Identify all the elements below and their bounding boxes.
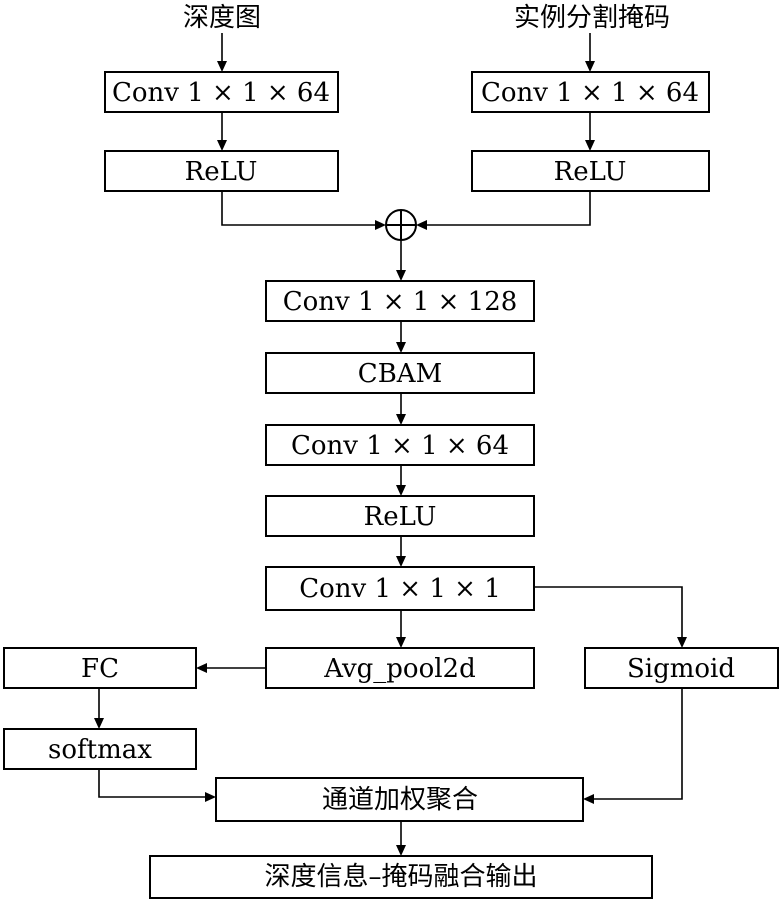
conv-depth-box: Conv 1 × 1 × 64 bbox=[104, 71, 339, 113]
edge-sigmoid-to-aggregation bbox=[583, 688, 683, 804]
cbam-label: CBAM bbox=[358, 359, 442, 389]
edge-softmax-to-aggregation bbox=[98, 769, 216, 802]
conv-1-box: Conv 1 × 1 × 1 bbox=[265, 566, 535, 611]
cbam-box: CBAM bbox=[265, 352, 535, 394]
edge-cbam-to-conv-64 bbox=[396, 393, 406, 425]
relu-mask-label: ReLU bbox=[554, 157, 627, 187]
relu-mask-box: ReLU bbox=[471, 150, 710, 192]
conv-128-label: Conv 1 × 1 × 128 bbox=[283, 287, 518, 317]
edge-relu-to-conv-1 bbox=[396, 536, 406, 567]
edge-conv-depth-to-relu bbox=[217, 112, 227, 151]
edge-sum-to-conv-128 bbox=[396, 240, 406, 281]
relu-depth-label: ReLU bbox=[185, 157, 258, 187]
relu-mid-label: ReLU bbox=[364, 502, 437, 532]
conv-64-box: Conv 1 × 1 × 64 bbox=[265, 424, 535, 466]
fc-label: FC bbox=[81, 654, 119, 684]
edge-fc-to-softmax bbox=[94, 688, 104, 729]
weighted-aggregation-label: 通道加权聚合 bbox=[322, 785, 478, 815]
output-box: 深度信息–掩码融合输出 bbox=[149, 855, 653, 899]
output-label: 深度信息–掩码融合输出 bbox=[264, 862, 537, 892]
edge-conv-1-to-sigmoid bbox=[534, 586, 687, 648]
conv-mask-label: Conv 1 × 1 × 64 bbox=[481, 78, 699, 108]
avg-pool-label: Avg_pool2d bbox=[323, 654, 476, 684]
edge-aggregation-to-output bbox=[396, 821, 406, 856]
edge-conv-mask-to-relu bbox=[585, 112, 595, 151]
edge-conv-1-to-avg-pool bbox=[396, 610, 406, 648]
conv-1-label: Conv 1 × 1 × 1 bbox=[299, 574, 501, 604]
edge-relu-mask-to-sum bbox=[416, 191, 591, 230]
input-label-mask: 实例分割掩码 bbox=[514, 3, 670, 33]
input-label-depth: 深度图 bbox=[183, 3, 261, 33]
edge-input-depth-to-conv bbox=[217, 33, 227, 72]
edge-input-mask-to-conv bbox=[585, 33, 595, 72]
edge-avg-pool-to-fc bbox=[196, 663, 266, 673]
fc-box: FC bbox=[3, 647, 197, 689]
conv-128-box: Conv 1 × 1 × 128 bbox=[265, 280, 535, 322]
sigmoid-box: Sigmoid bbox=[584, 647, 779, 689]
edge-conv-64-to-relu bbox=[396, 465, 406, 496]
relu-depth-box: ReLU bbox=[104, 150, 339, 192]
softmax-box: softmax bbox=[3, 728, 197, 770]
edge-relu-depth-to-sum bbox=[221, 191, 386, 230]
sigmoid-label: Sigmoid bbox=[627, 654, 735, 684]
conv-mask-box: Conv 1 × 1 × 64 bbox=[471, 71, 710, 113]
relu-mid-box: ReLU bbox=[265, 495, 535, 537]
connectors bbox=[94, 33, 687, 856]
conv-64-label: Conv 1 × 1 × 64 bbox=[291, 431, 509, 461]
edge-conv-128-to-cbam bbox=[396, 321, 406, 353]
sum-operator-icon bbox=[385, 209, 417, 241]
avg-pool-box: Avg_pool2d bbox=[265, 647, 535, 689]
softmax-label: softmax bbox=[48, 735, 152, 765]
conv-depth-label: Conv 1 × 1 × 64 bbox=[112, 78, 330, 108]
weighted-aggregation-box: 通道加权聚合 bbox=[215, 777, 584, 822]
